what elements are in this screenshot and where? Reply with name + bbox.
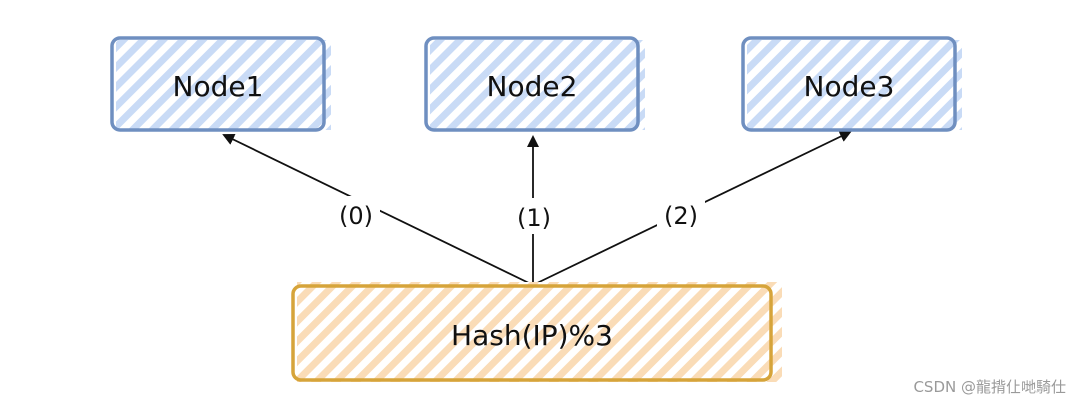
edge-label-0: (0) — [339, 202, 373, 230]
hash-box-label: Hash(IP)%3 — [451, 319, 613, 352]
watermark: CSDN @龍揹仩哋騎仕 — [913, 378, 1066, 396]
node-2: Node2 — [424, 36, 645, 132]
node-1-label: Node1 — [173, 70, 264, 103]
node-2-label: Node2 — [487, 70, 578, 103]
node-1: Node1 — [110, 36, 331, 132]
edge-label-2: (2) — [664, 202, 698, 230]
edge-label-1: (1) — [517, 204, 551, 232]
node-3: Node3 — [741, 36, 962, 132]
hash-box: Hash(IP)%3 — [291, 282, 782, 382]
node-3-label: Node3 — [804, 70, 895, 103]
